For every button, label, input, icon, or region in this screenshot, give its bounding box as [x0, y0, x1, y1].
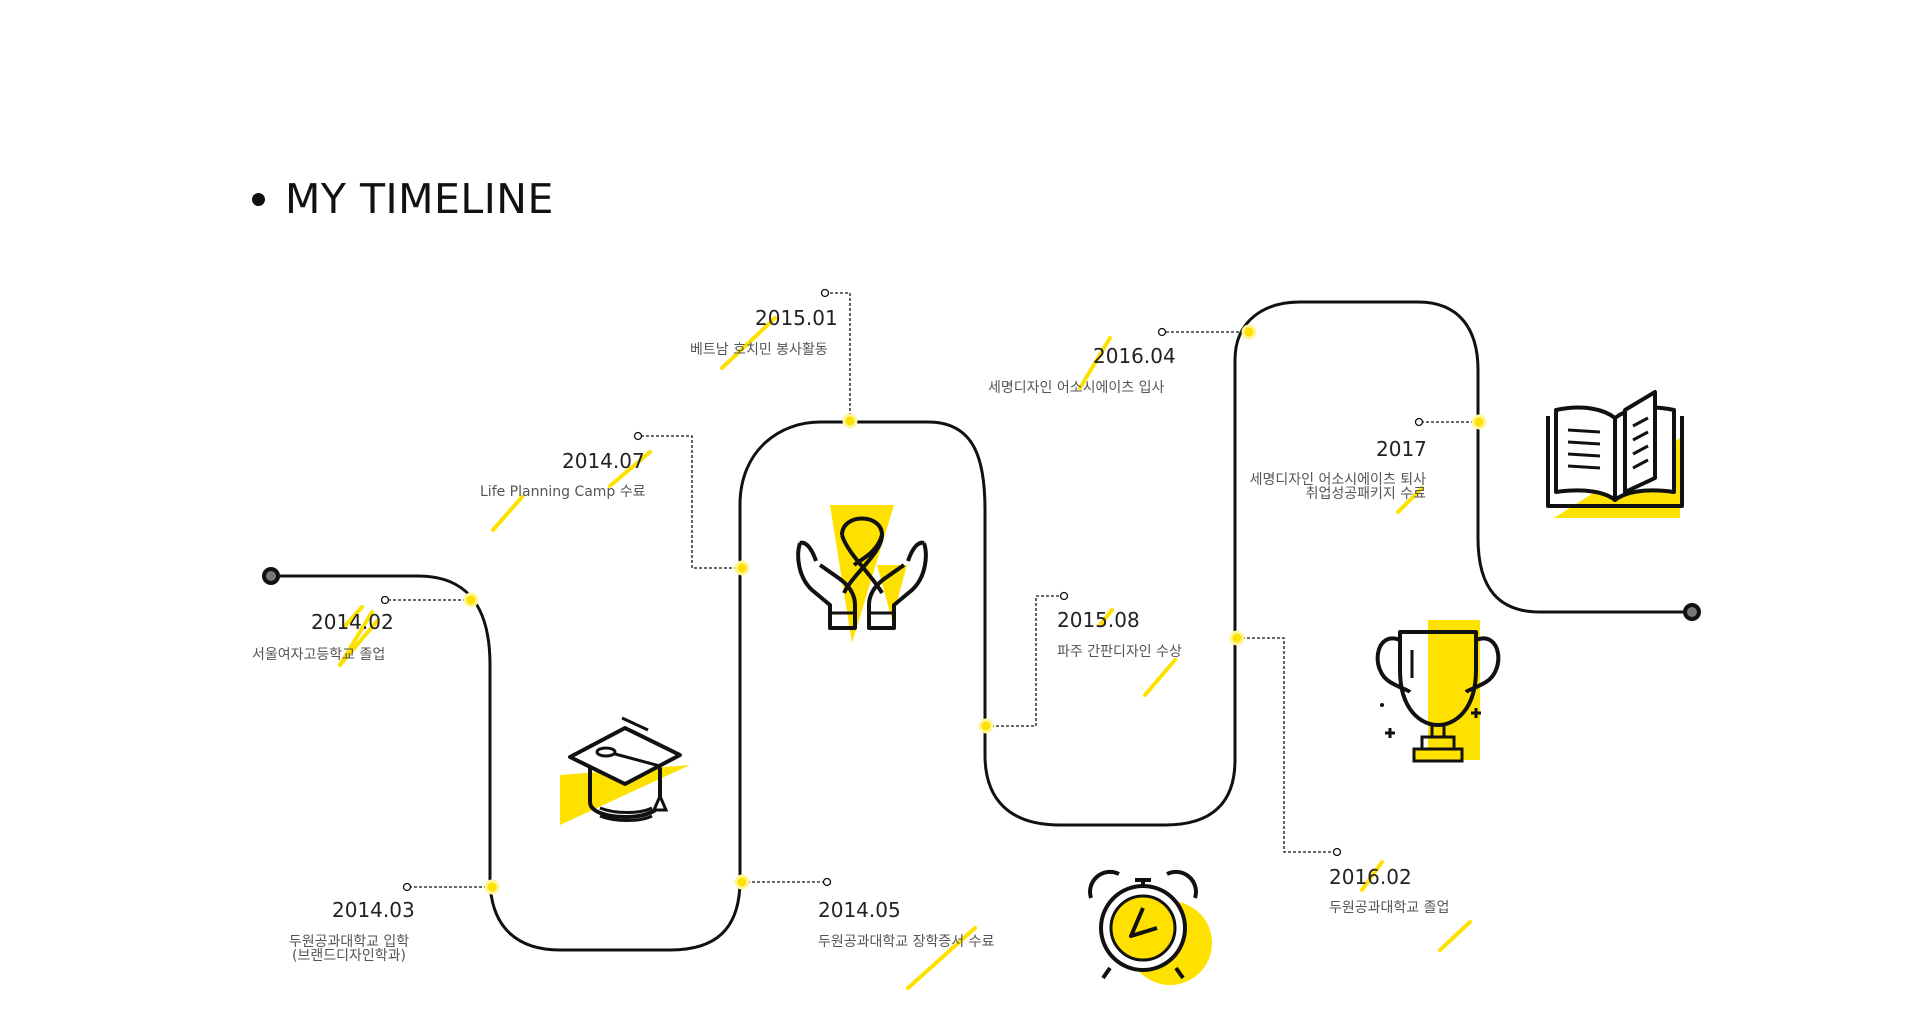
ribbon-hands-icon — [796, 505, 928, 643]
event-desc-2014-03-line2: (브랜드디자인학과) — [292, 948, 406, 964]
page-heading: MY TIMELINE — [252, 175, 554, 223]
event-desc-2014-05: 두원공과대학교 장학증서 수료 — [818, 934, 995, 950]
event-desc-2015-01: 베트남 호치민 봉사활동 — [690, 342, 828, 358]
event-date-2016-02: 2016.02 — [1329, 865, 1412, 889]
event-desc-2015-08: 파주 간판디자인 수상 — [1057, 644, 1182, 660]
timeline-path — [270, 300, 1692, 952]
trophy-icon — [1375, 620, 1501, 763]
accent-strokes — [338, 316, 1472, 990]
open-book-icon — [1546, 390, 1684, 518]
event-desc-2017: 세명디자인 어소시에이츠 퇴사 — [1249, 472, 1426, 488]
event-date-2014-03: 2014.03 — [332, 898, 415, 922]
page-title: MY TIMELINE — [285, 175, 554, 223]
connector-end-dots — [380, 288, 1424, 892]
event-desc-2014-07: Life Planning Camp 수료 — [480, 484, 646, 500]
event-date-2017: 2017 — [1376, 437, 1427, 461]
event-desc-2017-line2: 취업성공패키지 수료 — [1305, 486, 1426, 502]
event-date-2015-08: 2015.08 — [1057, 608, 1140, 632]
event-date-2014-02: 2014.02 — [311, 610, 394, 634]
event-desc-2014-02: 서울여자고등학교 졸업 — [252, 647, 386, 663]
event-points — [463, 324, 1487, 895]
event-date-2015-01: 2015.01 — [755, 306, 838, 330]
event-desc-2014-03: 두원공과대학교 입학 — [288, 934, 410, 950]
event-desc-2016-04: 세명디자인 어소시에이츠 입사 — [988, 380, 1165, 396]
event-date-2016-04: 2016.04 — [1093, 344, 1176, 368]
connector-lines — [386, 292, 1479, 888]
event-desc-2016-02: 두원공과대학교 졸업 — [1329, 900, 1450, 916]
graduation-cap-icon — [560, 716, 690, 825]
heading-bullet — [252, 192, 265, 206]
event-date-2014-07: 2014.07 — [562, 449, 645, 473]
event-date-2014-05: 2014.05 — [818, 898, 901, 922]
alarm-clock-icon — [1088, 869, 1212, 985]
